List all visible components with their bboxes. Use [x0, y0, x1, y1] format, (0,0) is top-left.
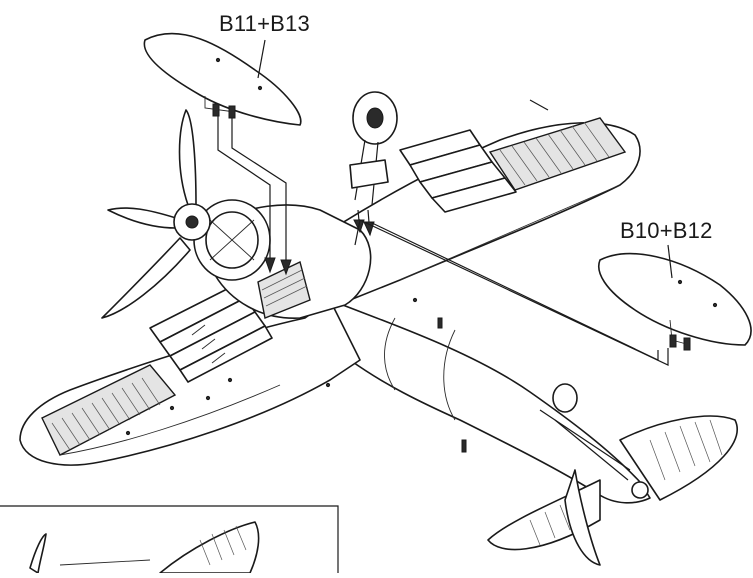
tail-wheel: [552, 383, 578, 413]
engine-cowling: [193, 199, 271, 281]
left-wing-rivets: [125, 377, 233, 436]
left-rocket-rails: [149, 284, 273, 383]
leader-line-b10: [667, 244, 673, 279]
fuselage-rear: [329, 299, 651, 504]
mount-lines-b10: [354, 219, 669, 366]
right-wing-aileron: [488, 117, 627, 191]
right-rocket-rails: [399, 129, 517, 213]
wing-antenna: [529, 99, 549, 111]
drop-tank-b10-b12: [598, 252, 752, 351]
tail-assembly: [487, 383, 738, 566]
leader-line-b11: [257, 39, 266, 79]
drop-tank-b11-b13: [143, 32, 302, 126]
callout-b11-b13: B11+B13: [219, 11, 310, 36]
fuselage-details: [325, 297, 467, 453]
left-wing-aileron: [41, 364, 177, 456]
inset-view: [0, 505, 339, 574]
propeller: [101, 109, 211, 319]
callout-b10-b12: B10+B12: [620, 218, 713, 243]
mount-lines-b11: [217, 116, 292, 276]
